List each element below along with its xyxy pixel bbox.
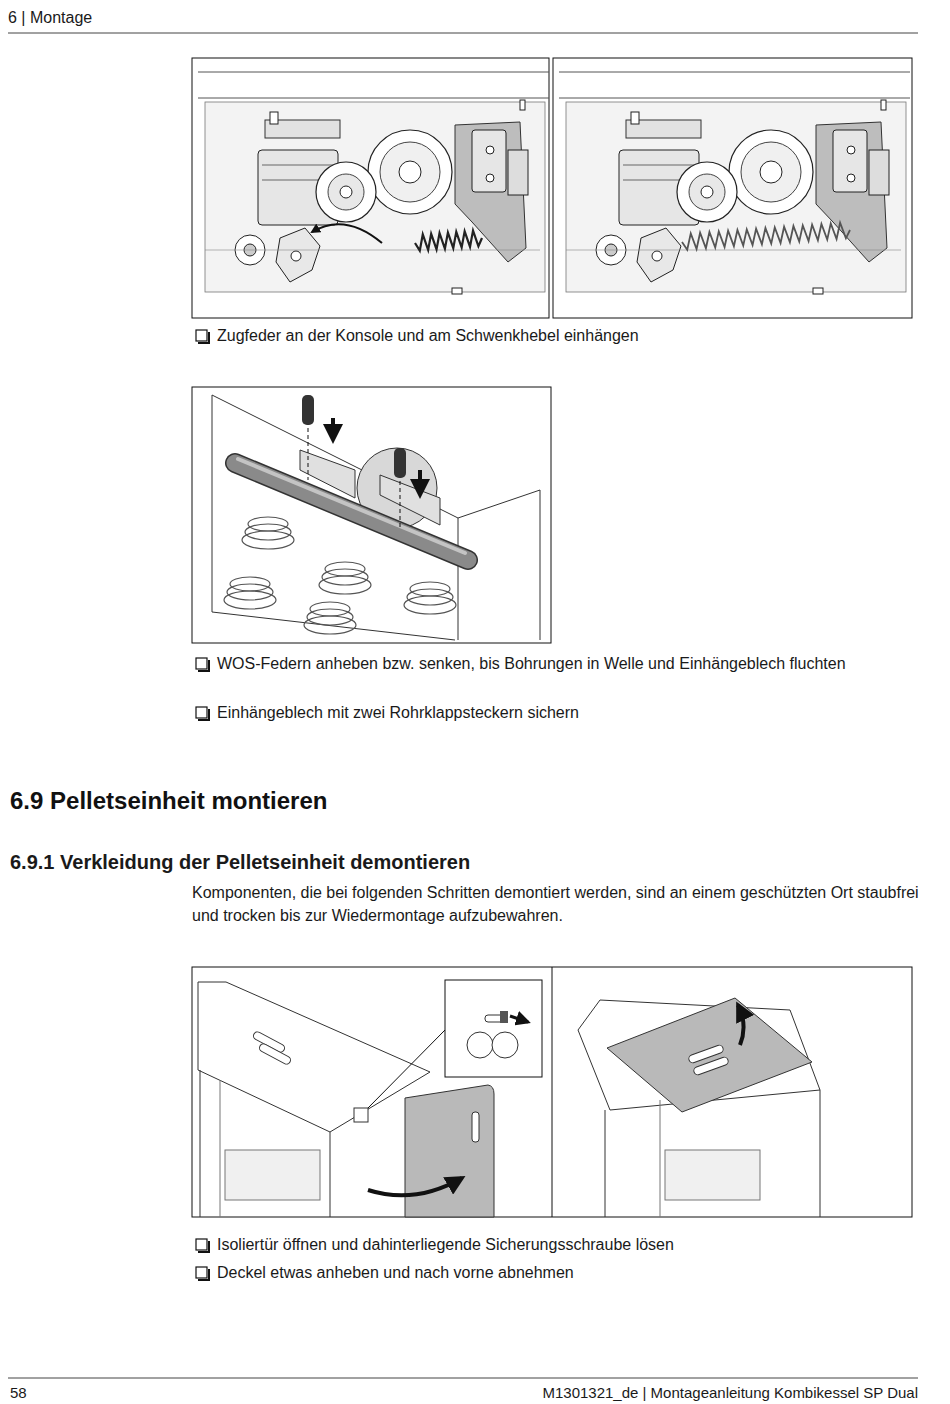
subsection-heading: 6.9.1 Verkleidung der Pelletseinheit dem…	[10, 849, 910, 875]
cover-figure	[192, 967, 912, 1217]
page-number: 58	[10, 1383, 90, 1403]
instruction-step: Deckel etwas anheben und nach vorne abne…	[217, 1262, 907, 1283]
instruction-step: WOS-Federn anheben bzw. senken, bis Bohr…	[217, 653, 877, 675]
instruction-step: Zugfeder an der Konsole und am Schwenkhe…	[217, 325, 907, 346]
spring-figure	[192, 58, 912, 318]
page-header: 6 | Montage	[8, 7, 308, 28]
page-footer: M1301321_de | Montageanleitung Kombikess…	[418, 1383, 918, 1403]
section-heading: 6.9 Pelletseinheit montieren	[10, 786, 910, 816]
header-rule	[8, 33, 918, 34]
footer-rule	[8, 1378, 918, 1379]
instruction-step: Isoliertür öffnen und dahinterliegende S…	[217, 1234, 907, 1255]
shaft-figure	[192, 387, 551, 643]
note-paragraph: Komponenten, die bei folgenden Schritten…	[192, 881, 920, 927]
instruction-step: Einhängeblech mit zwei Rohrklappsteckern…	[217, 702, 907, 723]
